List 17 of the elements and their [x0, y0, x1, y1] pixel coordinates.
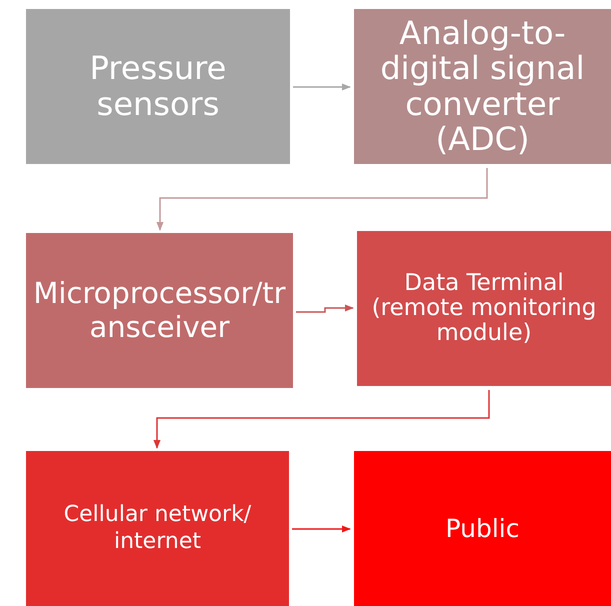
process-box: [357, 231, 611, 386]
box-label: Analog-to-digital signal converter (ADC): [379, 16, 586, 157]
box-label: Cellular network/ internet: [62, 502, 252, 555]
arrow: [153, 390, 490, 449]
process-box: [354, 9, 611, 164]
arrow: [156, 168, 488, 231]
process-box: [26, 233, 293, 388]
box-label: Data Terminal (remote monitoring module): [370, 270, 598, 346]
box-label: Pressure sensors: [88, 51, 228, 122]
box-label: Microprocessor/transceiver: [32, 277, 287, 344]
arrow: [293, 83, 351, 91]
process-box: [26, 451, 289, 606]
process-box: [354, 451, 611, 606]
arrow: [296, 304, 354, 313]
process-box: [26, 9, 290, 164]
arrow: [292, 525, 351, 533]
box-label: Public: [446, 514, 520, 544]
